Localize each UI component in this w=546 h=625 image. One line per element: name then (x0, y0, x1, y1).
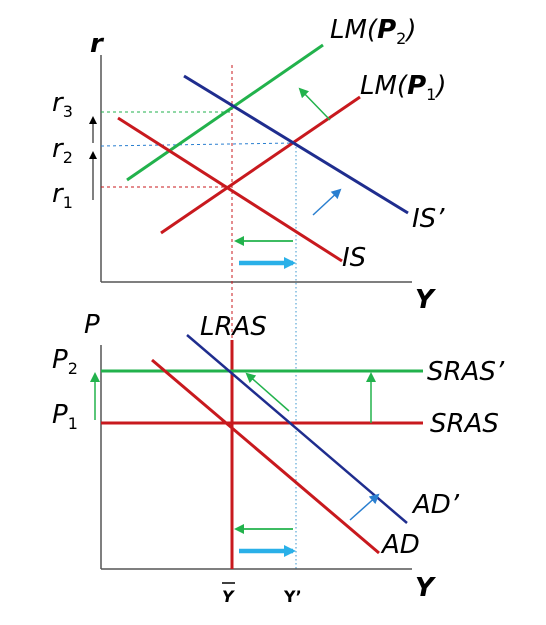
islm-panel: r Y r3 r2 r1 LM(P2) LM(P1) IS’ IS (52, 15, 446, 570)
ad-curve (151, 358, 380, 555)
ad-label: AD (380, 530, 420, 560)
is-prime-label: IS’ (412, 204, 445, 234)
lm-p2-curve (126, 43, 324, 182)
lm-p2-label: LM(P2) (330, 15, 416, 48)
is-prime-curve (183, 74, 409, 215)
r2-label: r2 (52, 134, 73, 167)
yprime-label: Y’ (283, 587, 302, 606)
ad-shift-arrow (349, 493, 380, 521)
bottom-x-axis-label: Y (415, 573, 437, 603)
r3-label: r3 (52, 88, 73, 121)
r2-guide-dash (100, 142, 296, 147)
lras-label: LRAS (200, 312, 267, 342)
p1-label: P1 (52, 400, 78, 433)
sras-prime-label: SRAS’ (427, 357, 505, 387)
ad-prime-label: AD’ (411, 490, 460, 520)
lm-p1-label: LM(P1) (360, 71, 446, 104)
lm-p1-curve (160, 95, 361, 235)
r1-label: r1 (52, 179, 73, 212)
is-shift-arrow (312, 188, 342, 216)
ybar-label: Y (222, 587, 235, 606)
price-adjust-arrow (245, 372, 290, 412)
lm-shift-arrow (298, 87, 331, 121)
ad-prime-curve (186, 334, 408, 524)
top-y-axis-label: r (90, 29, 105, 59)
is-label: IS (342, 243, 366, 273)
sras-label: SRAS (430, 409, 499, 439)
bottom-y-axis-label: P (84, 310, 100, 340)
p2-label: P2 (52, 345, 78, 378)
top-x-axis-label: Y (415, 285, 437, 315)
adas-panel: P Y LRAS P2 P1 SRAS’ SRAS AD’ AD Y Y’ (52, 310, 505, 606)
is-curve (117, 116, 343, 263)
